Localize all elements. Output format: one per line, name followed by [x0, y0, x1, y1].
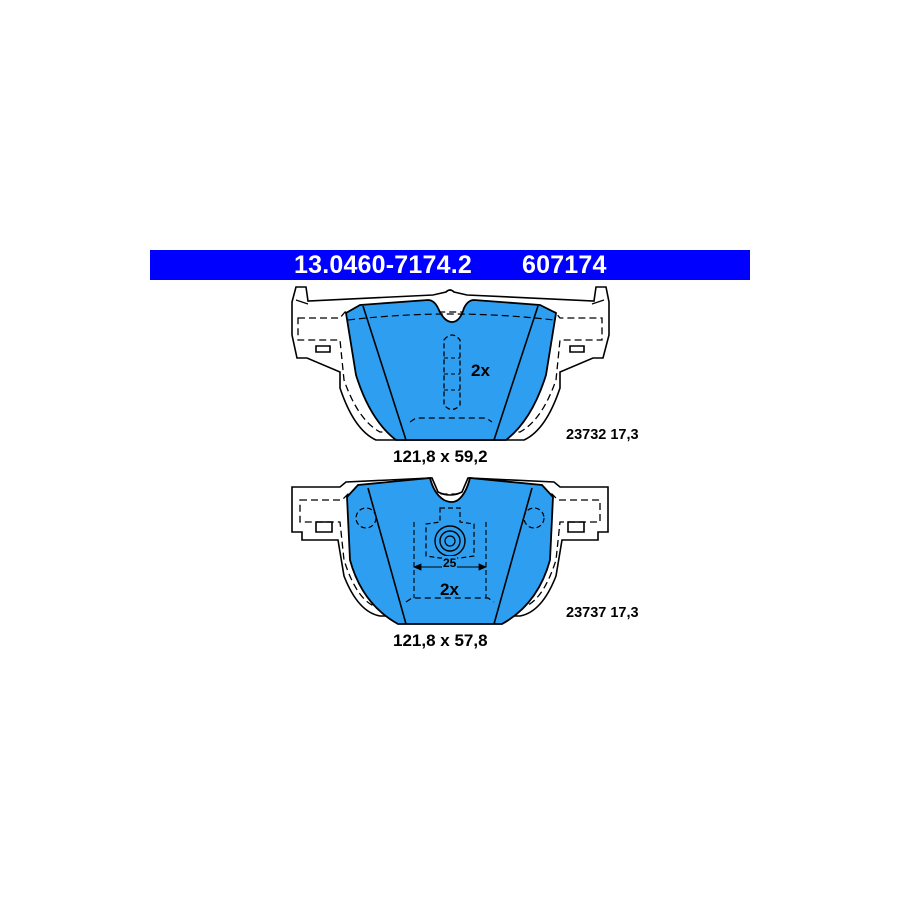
pad-1-dimensions: 121,8 x 59,2: [393, 447, 488, 466]
pad-1-quantity: 2x: [471, 361, 490, 380]
pad-1-code: 23732 17,3: [566, 427, 639, 443]
pad-1-hidden-contour: [297, 311, 603, 433]
pad-2-dimensions: 121,8 x 57,8: [393, 631, 488, 650]
pad-1-friction-material: [345, 299, 557, 441]
reference-number: 607174: [522, 251, 607, 279]
pad-2-quantity: 2x: [440, 580, 459, 599]
pad-1-drawing: [291, 286, 610, 441]
pad-2-drawing: [291, 477, 609, 625]
pad-2-code: 23737 17,3: [566, 605, 639, 621]
part-number: 13.0460-7174.2: [294, 251, 472, 279]
title-bar: 13.0460-7174.2 607174: [150, 250, 750, 280]
pad-2-center-dimension: 25: [442, 556, 458, 570]
